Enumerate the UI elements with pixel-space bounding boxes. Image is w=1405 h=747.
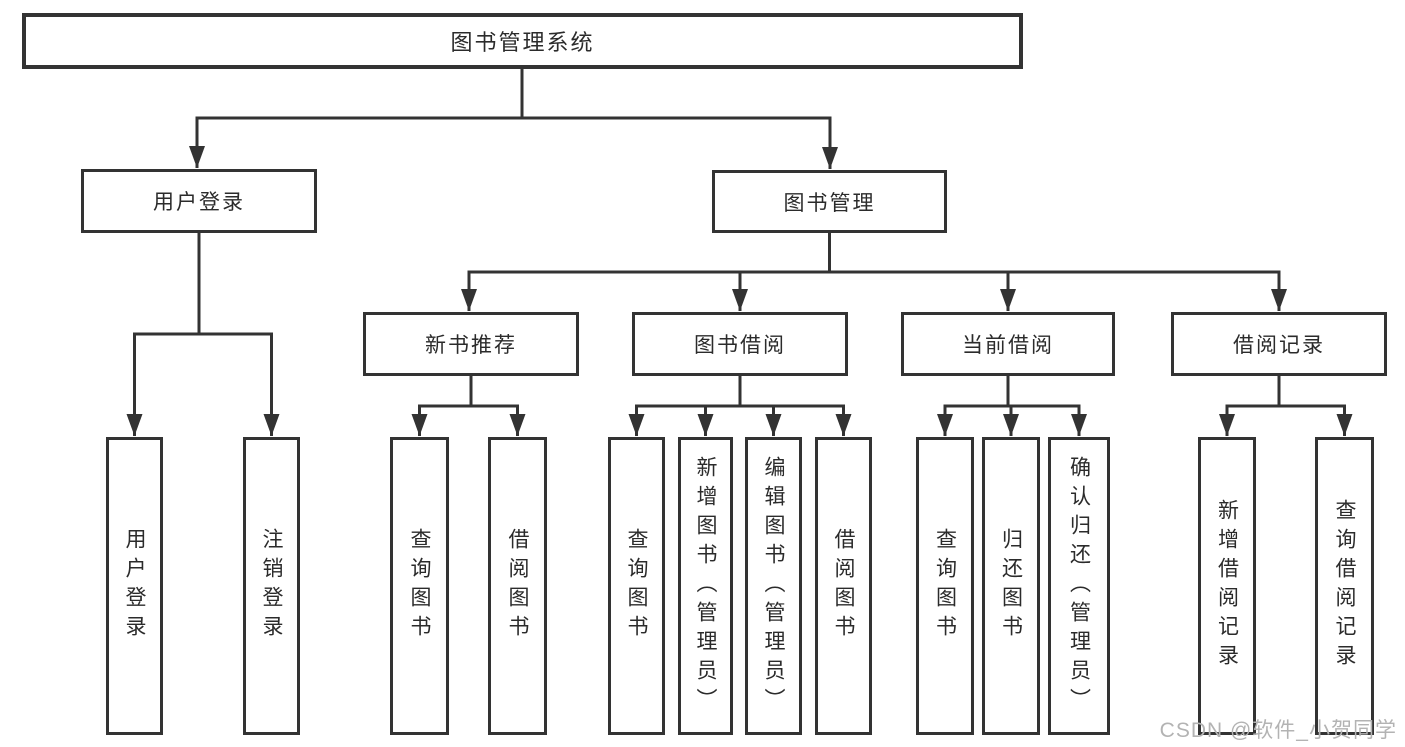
edges-new-book-recommend bbox=[411, 376, 526, 436]
leaf-edit-book-admin: 编辑图书（管理员） bbox=[745, 437, 802, 735]
leaf-borrow-books-recommend: 借阅图书 bbox=[488, 437, 547, 735]
edges-root bbox=[189, 68, 838, 169]
leaf-query-borrow-record: 查询借阅记录 bbox=[1315, 437, 1374, 735]
leaf-query-books-current: 查询图书 bbox=[916, 437, 974, 735]
edges-current-borrow bbox=[937, 376, 1087, 436]
edges-book-borrow bbox=[628, 376, 852, 436]
edges-book-management bbox=[461, 233, 1287, 311]
leaf-logout: 注销登录 bbox=[243, 437, 300, 735]
leaf-return-book: 归还图书 bbox=[982, 437, 1040, 735]
leaf-user-login: 用户登录 bbox=[106, 437, 163, 735]
node-book-borrow: 图书借阅 bbox=[632, 312, 848, 376]
leaf-query-books-borrow: 查询图书 bbox=[608, 437, 665, 735]
leaf-add-book-admin: 新增图书（管理员） bbox=[678, 437, 733, 735]
node-borrow-records: 借阅记录 bbox=[1171, 312, 1387, 376]
node-current-borrow: 当前借阅 bbox=[901, 312, 1115, 376]
node-book-management: 图书管理 bbox=[712, 170, 947, 233]
csdn-watermark: CSDN @软件_小贺同学 bbox=[1159, 719, 1397, 742]
edges-borrow-records bbox=[1219, 376, 1353, 436]
leaf-borrow-books-borrow: 借阅图书 bbox=[815, 437, 872, 735]
node-library-system: 图书管理系统 bbox=[22, 13, 1023, 69]
leaf-query-books-recommend: 查询图书 bbox=[390, 437, 449, 735]
node-new-book-recommend: 新书推荐 bbox=[363, 312, 579, 376]
edges-user-login bbox=[126, 233, 280, 436]
leaf-add-borrow-record: 新增借阅记录 bbox=[1198, 437, 1256, 735]
node-user-login: 用户登录 bbox=[81, 169, 317, 233]
leaf-confirm-return-admin: 确认归还（管理员） bbox=[1048, 437, 1110, 735]
